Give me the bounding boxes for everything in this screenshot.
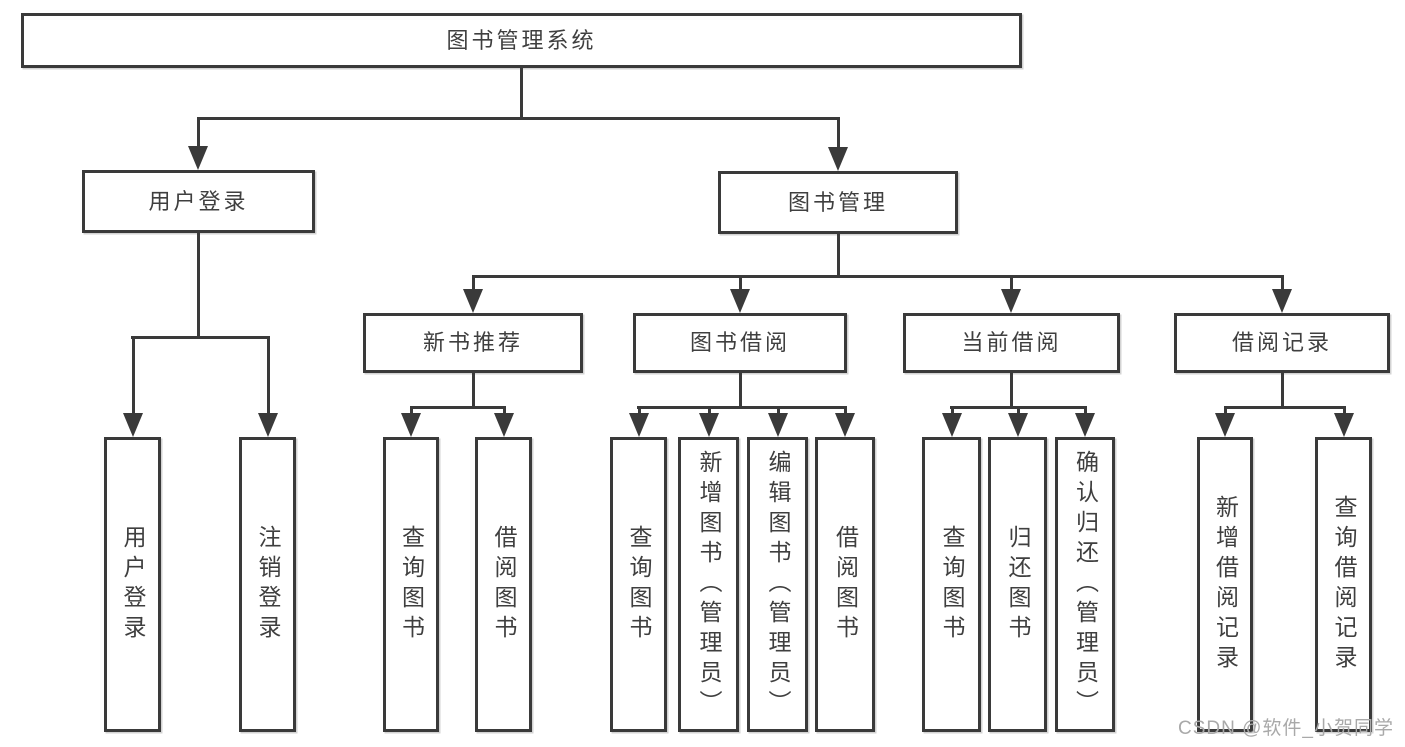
leaf-query-book-3: 查询图书 [922,437,981,732]
leaf-label: 归还图书 [1005,524,1031,645]
arrow-to-leaf-borrow-book-2 [835,406,855,437]
leaf-query-book-2: 查询图书 [610,437,667,732]
node-new-book-recommend: 新书推荐 [363,313,583,373]
leaf-confirm-return-admin: 确认归还（管理员） [1055,437,1115,732]
leaf-label: 确认归还（管理员） [1072,449,1099,720]
leaf-label: 新增图书（管理员） [696,449,722,720]
leaf-return-book: 归还图书 [988,437,1047,732]
leaf-label: 查询图书 [626,524,652,645]
leaf-label: 查询图书 [939,524,965,645]
node-label: 图书管理 [787,189,888,215]
node-label: 借阅记录 [1231,330,1332,355]
arrow-to-leaf-query-book-3 [942,406,962,437]
arrow-to-leaf-query-book-2 [629,406,649,437]
node-label: 用户登录 [148,188,249,214]
leaf-label: 注销登录 [255,524,281,645]
arrow-to-leaf-query-book-1 [401,406,421,437]
arrow-to-book-management [828,117,848,171]
arrow-to-borrow-records [1272,275,1292,313]
connector-records-stem [1281,373,1284,406]
leaf-label: 编辑图书（管理员） [765,449,791,720]
node-label: 当前借阅 [961,330,1062,355]
leaf-add-borrow-record: 新增借阅记录 [1197,437,1253,732]
arrow-to-user-login [188,117,208,170]
node-label: 新书推荐 [422,330,523,355]
arrow-to-leaf-logout [258,336,278,437]
connector-borrow-rail [637,406,847,409]
node-book-borrow: 图书借阅 [633,313,847,373]
connector-root-stem [520,68,523,117]
arrow-to-leaf-add-borrow-record [1215,406,1235,437]
arrow-to-leaf-confirm-return [1075,406,1095,437]
node-borrow-records: 借阅记录 [1174,313,1390,373]
leaf-label: 新增借阅记录 [1212,494,1239,675]
node-book-management-group: 图书管理 [718,171,958,234]
arrow-to-current-borrow [1001,275,1021,313]
leaf-query-book-1: 查询图书 [383,437,439,732]
leaf-label: 用户登录 [120,524,146,645]
node-root-library-system: 图书管理系统 [21,13,1022,68]
leaf-query-borrow-record: 查询借阅记录 [1315,437,1372,732]
connector-current-stem [1010,373,1013,406]
node-label: 图书借阅 [689,330,790,355]
leaf-label: 借阅图书 [491,524,517,645]
connector-records-rail [1224,406,1345,409]
node-current-borrow: 当前借阅 [903,313,1120,373]
leaf-label: 查询图书 [398,524,425,645]
connector-level3-rail [472,275,1284,278]
leaf-borrow-book-1: 借阅图书 [475,437,532,732]
arrow-to-leaf-query-borrow-record [1334,406,1354,437]
connector-level2-rail [197,117,839,120]
connector-book-management-stem [837,234,840,275]
leaf-edit-book-admin: 编辑图书（管理员） [747,437,808,732]
arrow-to-leaf-return-book [1008,406,1028,437]
leaf-borrow-book-2: 借阅图书 [815,437,875,732]
arrow-to-leaf-user-login [123,336,143,437]
node-user-login-group: 用户登录 [82,170,315,233]
leaf-user-login: 用户登录 [104,437,161,732]
connector-borrow-stem [739,373,742,406]
arrow-to-leaf-edit-book [768,406,788,437]
leaf-label: 借阅图书 [832,524,859,645]
node-label: 图书管理系统 [446,27,597,53]
arrow-to-leaf-borrow-book-1 [494,406,514,437]
leaf-label: 查询借阅记录 [1331,494,1357,675]
connector-recommend-stem [472,373,475,406]
leaf-logout: 注销登录 [239,437,296,732]
connector-recommend-rail [410,406,505,409]
connector-user-login-rail [131,336,269,339]
arrow-to-book-borrow [730,275,750,313]
leaf-add-book-admin: 新增图书（管理员） [678,437,739,732]
arrow-to-new-book-recommend [463,275,483,313]
csdn-watermark: CSDN @软件_小贺同学 [1178,718,1394,739]
arrow-to-leaf-add-book [699,406,719,437]
connector-user-login-stem [197,233,200,336]
